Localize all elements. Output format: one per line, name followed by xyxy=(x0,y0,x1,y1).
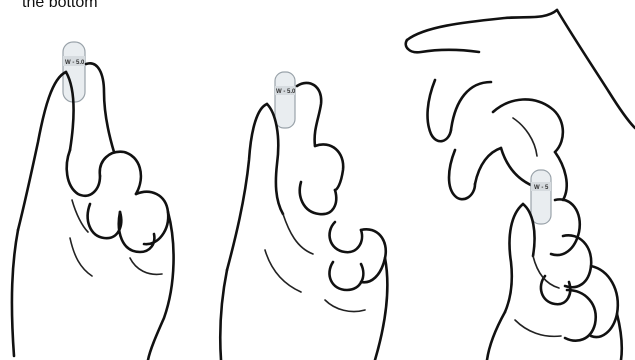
vial-label-3: W - 5 xyxy=(534,185,549,191)
vial-3: W - 5 xyxy=(531,170,551,224)
upper-hand xyxy=(406,10,635,200)
hand-1 xyxy=(12,63,174,360)
step-2-illustration: W - 5.0 xyxy=(205,0,405,360)
vial-2: W - 5.0 xyxy=(275,72,296,128)
lower-hand xyxy=(487,199,622,360)
step-1-illustration: W - 5.0 xyxy=(0,0,205,360)
vial-label-2: W - 5.0 xyxy=(276,89,296,95)
step-3-illustration: W - 5 xyxy=(395,0,635,360)
vial-label-1: W - 5.0 xyxy=(65,60,85,66)
hand-2 xyxy=(220,83,387,360)
